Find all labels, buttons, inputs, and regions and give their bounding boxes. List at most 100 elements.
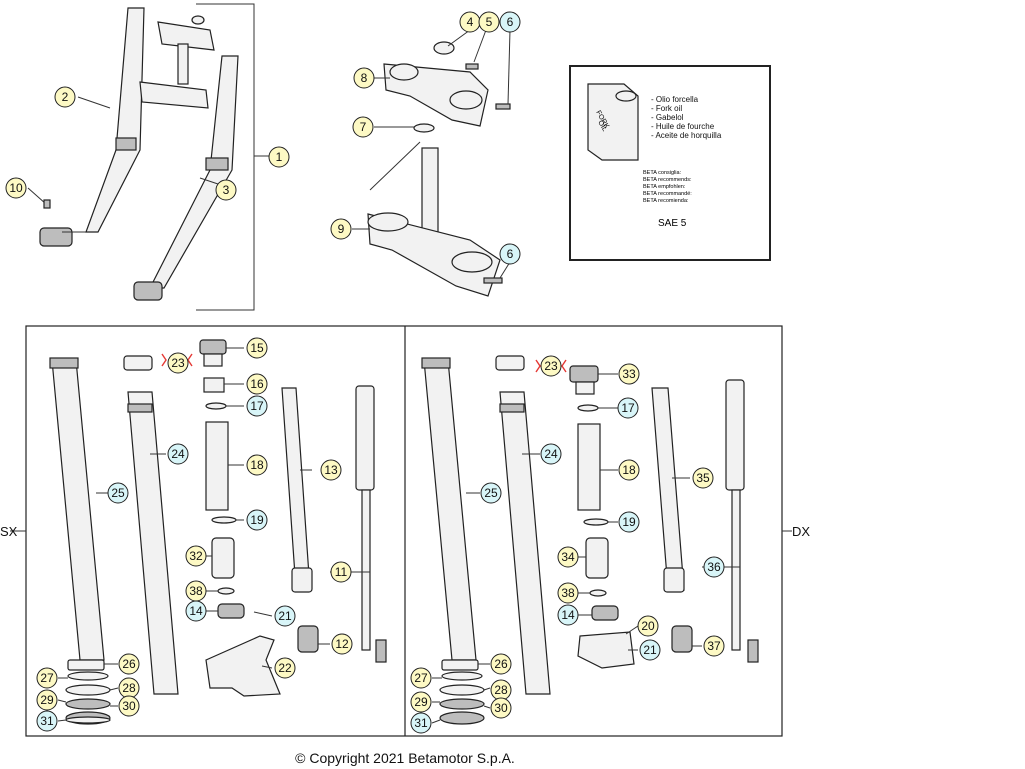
callout-circle bbox=[703, 556, 725, 578]
recommend-1: BETA consiglia: bbox=[643, 170, 682, 176]
callout-number: 17 bbox=[250, 399, 264, 413]
callout-28: 28 bbox=[490, 679, 512, 701]
callout-30: 30 bbox=[490, 697, 512, 719]
callout-number: 9 bbox=[338, 222, 345, 236]
side-label-right: DX bbox=[792, 524, 810, 539]
callout-26: 26 bbox=[490, 653, 512, 675]
callout-circle bbox=[274, 605, 296, 627]
callout-circle bbox=[330, 218, 352, 240]
callout-number: 12 bbox=[335, 637, 349, 651]
oil-language-2: - Fork oil bbox=[651, 104, 682, 113]
callout-number: 25 bbox=[111, 486, 125, 500]
callout-12: 12 bbox=[331, 633, 353, 655]
callout-number: 1 bbox=[276, 150, 283, 164]
callout-circle bbox=[353, 67, 375, 89]
callout-circle bbox=[36, 689, 58, 711]
callout-number: 31 bbox=[414, 716, 428, 730]
callout-24: 24 bbox=[540, 443, 562, 465]
callout-number: 14 bbox=[189, 604, 203, 618]
fork-assembly-overview bbox=[27, 3, 270, 311]
callout-circle bbox=[268, 146, 290, 168]
callout-38: 38 bbox=[557, 582, 579, 604]
fork-oil-box: FORK OIL - Olio forcella - Fork oil - Ga… bbox=[569, 65, 771, 261]
callout-circle bbox=[36, 667, 58, 689]
callout-3: 3 bbox=[215, 179, 237, 201]
callout-4: 4 bbox=[459, 11, 481, 33]
callout-circle bbox=[540, 443, 562, 465]
callout-circle bbox=[36, 710, 58, 732]
callout-26: 26 bbox=[118, 653, 140, 675]
callout-33: 33 bbox=[618, 363, 640, 385]
callout-6: 6 bbox=[499, 243, 521, 265]
callout-circle bbox=[331, 633, 353, 655]
callout-circle bbox=[478, 11, 500, 33]
callout-circle bbox=[185, 545, 207, 567]
callout-29: 29 bbox=[410, 691, 432, 713]
callout-number: 30 bbox=[122, 699, 136, 713]
callout-number: 27 bbox=[40, 671, 54, 685]
callout-circle bbox=[490, 653, 512, 675]
left-fork-internals bbox=[49, 339, 387, 725]
callout-circle bbox=[5, 177, 27, 199]
callout-number: 33 bbox=[622, 367, 636, 381]
callout-11: 11 bbox=[330, 561, 352, 583]
oil-language-4: - Huile de fourche bbox=[651, 122, 715, 131]
callout-25: 25 bbox=[107, 482, 129, 504]
oil-language-3: - Gabelol bbox=[651, 113, 684, 122]
callout-number: 17 bbox=[621, 401, 635, 415]
callout-22: 22 bbox=[274, 657, 296, 679]
callout-number: 11 bbox=[335, 565, 348, 579]
callout-number: 4 bbox=[467, 15, 474, 29]
callout-number: 3 bbox=[223, 183, 230, 197]
callout-circle bbox=[637, 615, 659, 637]
copyright-notice: © Copyright 2021 Betamotor S.p.A. bbox=[295, 750, 515, 766]
callout-number: 14 bbox=[561, 608, 575, 622]
callout-circle bbox=[246, 509, 268, 531]
callout-circle bbox=[246, 373, 268, 395]
callout-17: 17 bbox=[617, 397, 639, 419]
callout-number: 38 bbox=[561, 586, 575, 600]
callout-number: 19 bbox=[622, 515, 636, 529]
callout-27: 27 bbox=[410, 667, 432, 689]
callout-18: 18 bbox=[618, 459, 640, 481]
callout-19: 19 bbox=[618, 511, 640, 533]
oil-can-label-2: OIL bbox=[596, 120, 608, 133]
callout-number: 20 bbox=[641, 619, 655, 633]
callout-number: 32 bbox=[189, 549, 203, 563]
callout-number: 7 bbox=[360, 120, 367, 134]
callout-7: 7 bbox=[352, 116, 374, 138]
callout-circle bbox=[274, 657, 296, 679]
callout-circle bbox=[185, 580, 207, 602]
callout-25: 25 bbox=[480, 482, 502, 504]
callout-9: 9 bbox=[330, 218, 352, 240]
callout-number: 13 bbox=[324, 463, 338, 477]
callout-number: 2 bbox=[62, 90, 69, 104]
callout-27: 27 bbox=[36, 667, 58, 689]
callout-number: 26 bbox=[122, 657, 136, 671]
oil-language-1: - Olio forcella bbox=[651, 95, 699, 104]
callout-number: 19 bbox=[250, 513, 264, 527]
callout-number: 21 bbox=[643, 643, 657, 657]
callout-number: 6 bbox=[507, 247, 514, 261]
callout-circle bbox=[557, 604, 579, 626]
callout-1: 1 bbox=[268, 146, 290, 168]
callout-circle bbox=[410, 667, 432, 689]
callout-circle bbox=[618, 459, 640, 481]
callout-20: 20 bbox=[637, 615, 659, 637]
callout-circle bbox=[320, 459, 342, 481]
triple-clamp-group bbox=[352, 29, 511, 297]
callout-circle bbox=[703, 635, 725, 657]
callout-circle bbox=[118, 653, 140, 675]
callout-number: 10 bbox=[9, 181, 23, 195]
callout-number: 23 bbox=[171, 356, 185, 370]
callout-number: 25 bbox=[484, 486, 498, 500]
callout-number: 37 bbox=[707, 639, 721, 653]
oil-grade: SAE 5 bbox=[658, 218, 687, 229]
callout-number: 15 bbox=[250, 341, 264, 355]
callout-circle bbox=[246, 395, 268, 417]
callout-number: 23 bbox=[544, 359, 558, 373]
callout-34: 34 bbox=[557, 546, 579, 568]
callout-number: 16 bbox=[250, 377, 264, 391]
callout-circle bbox=[167, 352, 189, 374]
recommend-4: BETA recommandé: bbox=[643, 191, 692, 197]
